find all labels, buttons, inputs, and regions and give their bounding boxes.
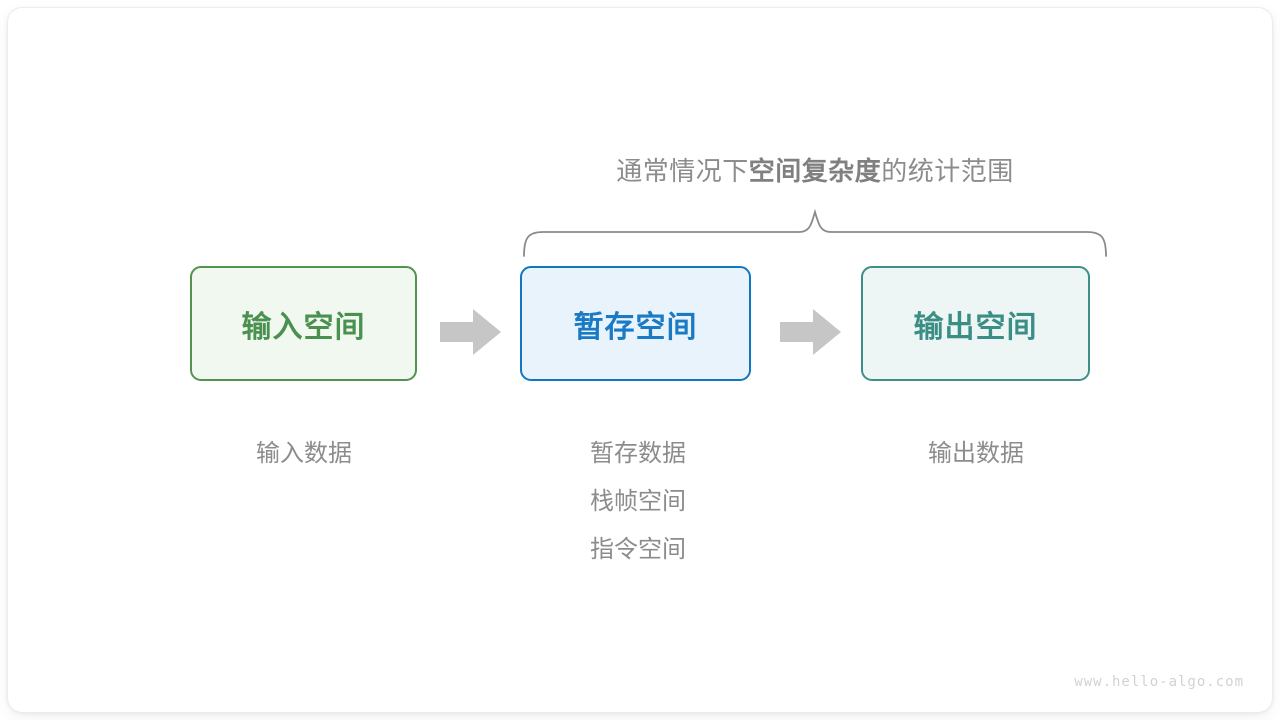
caption-item: 输出数据 bbox=[928, 440, 1024, 467]
block-arrow-right-icon bbox=[440, 309, 501, 355]
range-label-emphasis: 空间复杂度 bbox=[748, 156, 882, 186]
caption-item: 指令空间 bbox=[590, 536, 686, 563]
caption-group-input: 输入数据 bbox=[164, 430, 444, 478]
curly-brace-icon bbox=[523, 208, 1107, 257]
box-input-space: 输入空间 bbox=[190, 266, 417, 381]
box-input-space-label: 输入空间 bbox=[241, 310, 366, 344]
caption-item: 输入数据 bbox=[256, 440, 352, 467]
box-buffer-space-label: 暂存空间 bbox=[573, 310, 698, 344]
diagram-canvas: 通常情况下空间复杂度的统计范围 输入空间 暂存空间 输出空间 输入数据 暂存数据… bbox=[8, 8, 1272, 712]
range-label-prefix: 通常情况下 bbox=[616, 156, 749, 186]
range-label-suffix: 的统计范围 bbox=[881, 156, 1014, 186]
box-output-space: 输出空间 bbox=[861, 266, 1090, 381]
box-buffer-space: 暂存空间 bbox=[520, 266, 751, 381]
box-output-space-label: 输出空间 bbox=[913, 310, 1038, 344]
caption-item: 暂存数据 bbox=[590, 440, 686, 467]
caption-item: 栈帧空间 bbox=[590, 488, 686, 515]
block-arrow-right-icon bbox=[780, 309, 841, 355]
space-complexity-range-label: 通常情况下空间复杂度的统计范围 bbox=[8, 154, 1272, 188]
caption-group-buffer: 暂存数据 栈帧空间 指令空间 bbox=[498, 430, 778, 574]
range-label-text: 通常情况下空间复杂度的统计范围 bbox=[616, 154, 1014, 188]
caption-group-output: 输出数据 bbox=[836, 430, 1116, 478]
watermark: www.hello-algo.com bbox=[1074, 674, 1244, 690]
